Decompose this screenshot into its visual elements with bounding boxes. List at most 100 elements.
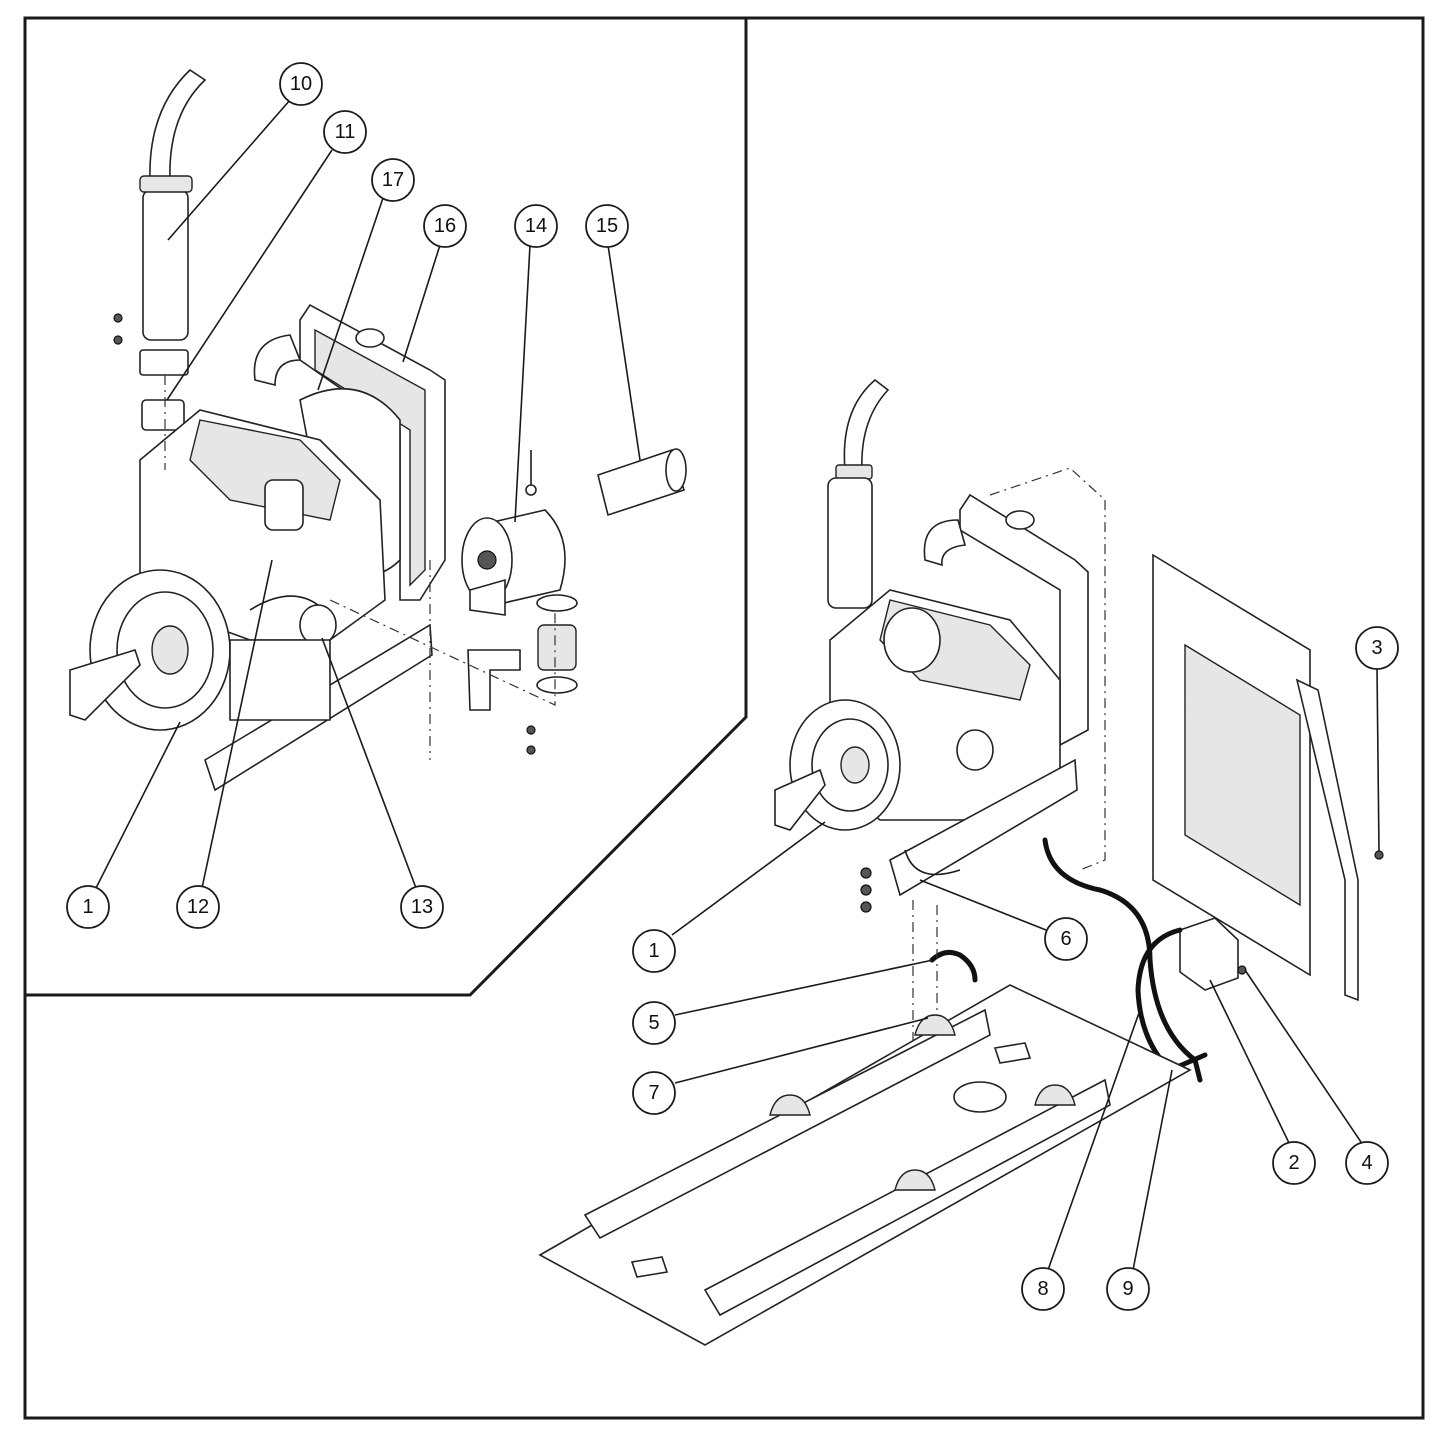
callouts-main: 1 6 5 7 8 9 2 4 3: [632, 626, 1399, 1311]
main-panel-screw: [1374, 850, 1384, 860]
svg-text:13: 13: [411, 896, 433, 918]
callout-main-7: 7: [632, 1071, 676, 1115]
callout-inset-13: 13: [400, 885, 444, 929]
inset-intake-clamp-lower: [536, 676, 578, 694]
callout-inset-16: 16: [423, 204, 467, 248]
leader-main-5: [674, 959, 934, 1016]
callout-main-4: 4: [1345, 1141, 1389, 1185]
inset-exhaust-nut: [113, 335, 123, 345]
leader-inset-13: [321, 637, 417, 889]
inset-muffler-clamp: [139, 175, 193, 193]
inset-intake-bracket: [467, 649, 521, 711]
inset-radiator-core: [314, 328, 426, 587]
main-vibration-mount-4: [894, 1169, 936, 1191]
svg-text:5: 5: [648, 1012, 659, 1034]
main-muffler-clamp: [835, 464, 873, 480]
callout-main-1: 1: [632, 929, 676, 973]
leader-inset-16: [402, 244, 441, 363]
svg-text:9: 9: [1122, 1278, 1133, 1300]
main-alternator: [956, 729, 994, 771]
inset-intake-clamp-upper: [536, 594, 578, 612]
leader-main-3: [1376, 667, 1380, 853]
callout-main-6: 6: [1044, 917, 1088, 961]
main-vibration-mount-3: [1034, 1084, 1076, 1106]
callout-main-9: 9: [1106, 1267, 1150, 1311]
svg-text:6: 6: [1060, 928, 1071, 950]
leader-main-6: [919, 879, 1047, 931]
main-coolant-hose: [923, 519, 967, 567]
callout-main-8: 8: [1021, 1267, 1065, 1311]
main-sensor-fastener: [1237, 965, 1247, 975]
inset-engine-assembly: [69, 68, 687, 792]
inset-bracket-washer: [526, 745, 536, 755]
main-muffler: [827, 477, 873, 609]
main-mount-washer-upper: [860, 884, 872, 896]
callout-inset-14: 14: [514, 204, 558, 248]
leader-inset-10: [167, 99, 291, 241]
svg-text:8: 8: [1037, 1278, 1048, 1300]
main-sensor-box: [1179, 917, 1239, 991]
main-radiator-cap: [1005, 510, 1035, 530]
main-exhaust-pipe: [843, 378, 890, 471]
svg-text:4: 4: [1361, 1152, 1372, 1174]
leader-inset-17: [317, 197, 384, 391]
inset-fuel-filter: [264, 479, 304, 531]
svg-text:10: 10: [290, 73, 312, 95]
callout-main-3: 3: [1355, 626, 1399, 670]
leader-lines: [94, 99, 1380, 1271]
callout-inset-10: 10: [279, 62, 323, 106]
inset-mount-bracket: [229, 639, 331, 721]
inset-panel-border: [25, 18, 748, 997]
callout-inset-1: 1: [66, 885, 110, 929]
main-air-cleaner: [883, 607, 941, 673]
main-radiator: [959, 493, 1089, 747]
main-hose-clamp: [904, 849, 961, 876]
inset-intake-hose: [537, 624, 577, 671]
inset-coolant-hose: [253, 334, 302, 387]
main-mount-nut: [860, 867, 872, 879]
leader-inset-12: [201, 559, 273, 889]
main-panel-grille: [1184, 643, 1301, 907]
leader-inset-1: [94, 721, 181, 891]
svg-text:11: 11: [335, 121, 356, 143]
main-base-cutout-slot: [993, 1042, 1032, 1064]
inset-exhaust-bolt: [113, 313, 123, 323]
inset-air-cleaner-bracket: [469, 578, 506, 616]
main-base-cutout-round: [953, 1081, 1007, 1113]
leader-main-4: [1244, 969, 1364, 1146]
leader-main-9: [1132, 1069, 1173, 1271]
main-assembly: [538, 378, 1384, 1346]
leader-inset-15: [607, 244, 641, 461]
leader-inset-11: [166, 149, 333, 401]
inset-mount-rail-left: [69, 649, 141, 721]
svg-text:1: 1: [648, 940, 659, 962]
inset-alternator-pulley: [299, 604, 337, 646]
svg-text:1: 1: [82, 896, 93, 918]
main-panel-flange: [1295, 678, 1359, 1002]
svg-text:7: 7: [648, 1082, 659, 1104]
main-mount-rail-left: [774, 768, 826, 831]
inset-exhaust-gasket: [141, 399, 185, 431]
main-mount-rail-right: [889, 758, 1078, 897]
inset-filter-end: [665, 448, 687, 492]
leader-main-2: [1209, 979, 1291, 1146]
svg-text:14: 14: [525, 215, 547, 237]
inset-radiator-cap: [355, 328, 385, 348]
main-vibration-mount-2: [769, 1094, 811, 1116]
main-drain-hose: [929, 949, 978, 983]
outer-frame: [23, 16, 1425, 1420]
inset-exhaust-flange: [139, 349, 189, 376]
svg-text:12: 12: [187, 896, 209, 918]
inset-air-cleaner-cover-knob: [477, 550, 497, 570]
inset-exhaust-pipe: [149, 68, 207, 181]
main-base-rail-front: [583, 1008, 991, 1240]
inset-bracket-nut: [526, 725, 536, 735]
leader-main-7: [674, 1017, 929, 1084]
inset-drive-belt: [249, 595, 319, 611]
main-vibration-mount-1: [914, 1014, 956, 1036]
main-mount-washer-lower: [860, 901, 872, 913]
leader-main-8: [1047, 1009, 1141, 1271]
callout-inset-15: 15: [585, 204, 629, 248]
leader-main-1: [671, 821, 826, 936]
